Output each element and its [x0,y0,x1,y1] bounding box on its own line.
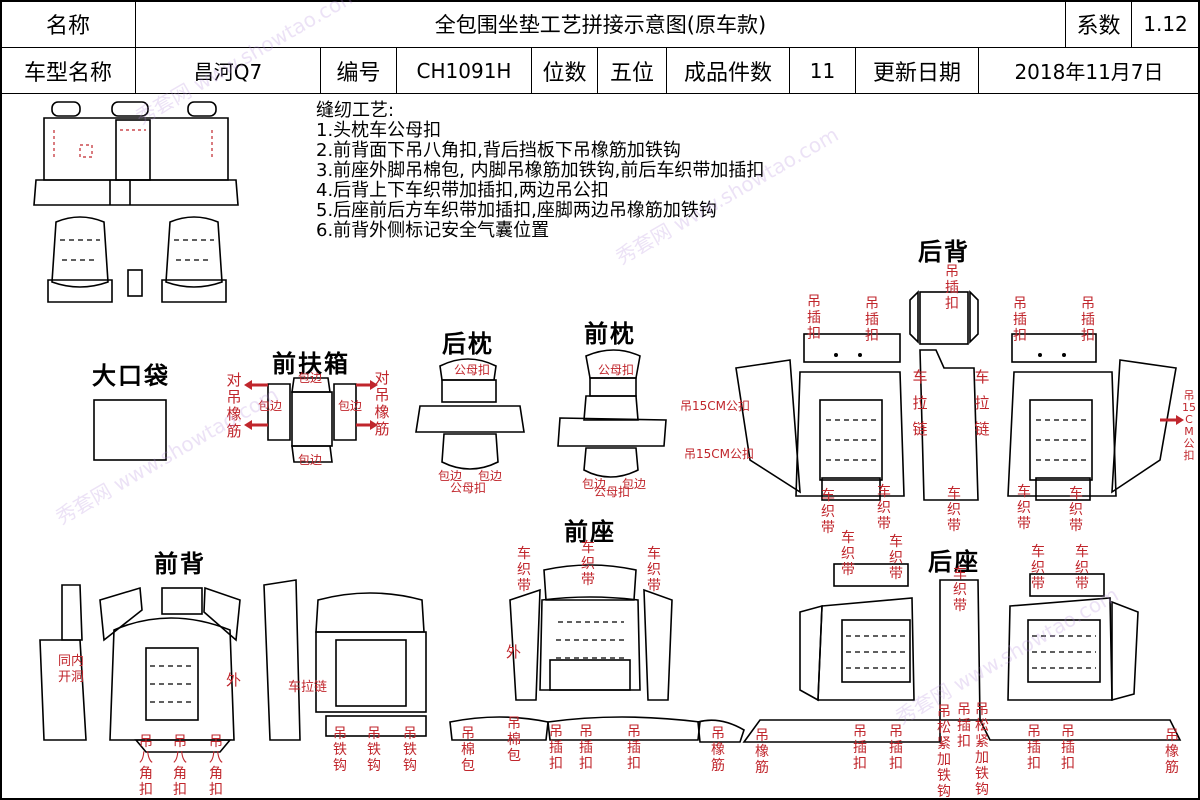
thumb-rear-bench [33,101,239,206]
label-octagon-2: 吊八角扣 [173,734,187,798]
sewing-step-4: 4.后背上下车织带加插扣,两边吊公扣 [316,180,609,201]
section-front-seat: 前座 [564,518,616,546]
label-zipper-right: 车拉链 [974,368,990,438]
label-front-seat-strap-2: 车织带 [581,540,595,588]
label-inner-hole: 同内开洞 [58,654,85,685]
label-rear-seat-elastic-2: 吊橡筋 [1165,728,1179,776]
model-label: 车型名称 [0,47,136,94]
label-front-pillow-edge-r: 包边 [622,477,647,491]
label-rear-pillow-edge-r: 包边 [478,469,503,483]
model-value: 昌河Q7 [135,47,321,94]
label-front-seat-strap-1: 车织带 [517,546,531,594]
label-rear-back-strap-2: 车织带 [877,484,891,532]
label-rear-seat-hang-1: 吊插扣 [853,724,867,772]
label-octagon-1: 吊八角扣 [139,734,153,798]
label-rear-seat-strap-4: 车织带 [1031,544,1045,592]
section-front-armrest: 前扶箱 [272,350,350,378]
sewing-step-6: 6.前背外侧标记安全气囊位置 [316,220,550,241]
label-loose-hook-1: 吊松紧加铁钩 [937,704,951,800]
thumb-front-seats [47,216,227,303]
rear-seat-shapes [742,563,1182,743]
date-value: 2018年11月7日 [978,47,1200,94]
front-back-shapes [39,579,427,753]
rear-pillow-shapes [415,358,525,470]
label-outer-front-seat: 外 [506,643,522,661]
label-front-pillow-snap-top: 公母扣 [598,363,635,377]
label-front-pillow-snap: 公母扣 [594,485,631,499]
section-big-pocket: 大口袋 [92,362,170,390]
label-front-seat-hang-3: 吊插扣 [627,724,641,772]
label-hook-2: 吊铁钩 [367,726,381,774]
label-rear-back-hang-3: 吊插扣 [1013,296,1027,344]
front-pillow-shapes [557,349,667,478]
label-edge-armrest-bottom: 包边 [298,453,323,467]
label-cotton-1: 吊棉包 [461,726,475,774]
label-rear-seat-strap-2: 车织带 [889,534,903,582]
label-rear-back-strap-3: 车织带 [947,486,961,534]
sewing-step-5: 5.后座前后方车织带加插扣,座脚两边吊橡筋加铁钩 [316,200,717,221]
label-edge-armrest-top: 包边 [298,371,323,385]
label-rear-back-hang-2: 吊插扣 [865,296,879,344]
sewing-title: 缝纫工艺: [316,100,395,121]
label-rear-seat-hang-2: 吊插扣 [889,724,903,772]
rear-back-shapes [735,290,1184,501]
code-value: CH1091H [396,47,532,94]
label-front-pillow-edge-l: 包边 [582,477,607,491]
label-rear-back-strap-4: 车织带 [1017,484,1031,532]
label-pair-elastic-right: 对吊橡筋 [374,369,390,438]
front-seat-shapes [449,564,745,743]
label-front-seat-hang-2: 吊插扣 [579,724,593,772]
label-front-seat-elastic: 吊橡筋 [711,726,725,774]
label-rear-pillow-snap: 公母扣 [450,481,487,495]
label-edge-armrest-right: 包边 [338,399,363,413]
label-hang-15cm-3: 吊15CM公扣 [1182,389,1196,462]
section-front-pillow: 前枕 [584,320,636,348]
sewing-step-3: 3.前座外脚吊棉包, 内脚吊橡筋加铁钩,前后车织带加插扣 [316,160,765,181]
label-hook-3: 吊铁钩 [403,726,417,774]
label-rear-seat-strap-3: 车织带 [953,566,967,614]
label-octagon-3: 吊八角扣 [209,734,223,798]
label-rear-seat-strap-5: 车织带 [1075,544,1089,592]
label-rear-seat-hang-3: 吊插扣 [1027,724,1041,772]
label-loose-hook-2: 吊松紧加铁钩 [975,702,989,798]
big-pocket-shape [93,399,167,461]
label-edge-armrest-left: 包边 [258,399,283,413]
sewing-step-1: 1.头枕车公母扣 [316,120,442,141]
section-rear-pillow: 后枕 [442,330,494,358]
label-cotton-2: 吊棉包 [507,716,521,764]
label-hook-1: 吊铁钩 [333,726,347,774]
label-rear-seat-hang-4: 吊插扣 [1061,724,1075,772]
label-front-seat-strap-3: 车织带 [647,546,661,594]
date-label: 更新日期 [855,47,979,94]
label-rear-back-hang-top: 吊插扣 [945,264,959,312]
label-rear-back-strap-5: 车织带 [1069,486,1083,534]
section-rear-seat: 后座 [928,548,980,576]
label-hang-15cm-1: 吊15CM公扣 [680,399,751,413]
sewing-step-2: 2.前背面下吊八角扣,背后挡板下吊橡筋加铁钩 [316,140,681,161]
label-rear-seat-strap-1: 车织带 [841,530,855,578]
label-front-seat-hang-1: 吊插扣 [549,724,563,772]
label-rear-back-strap-1: 车织带 [821,488,835,536]
label-rear-pillow-snap-top: 公母扣 [454,363,491,377]
section-rear-back: 后背 [918,238,970,266]
label-car-zipper: 车拉链 [288,680,328,695]
label-rear-seat-hang-mid: 吊插扣 [957,702,971,750]
label-rear-seat-elastic-1: 吊橡筋 [755,728,769,776]
pieces-label: 成品件数 [666,47,790,94]
seats-label: 位数 [531,47,598,94]
label-zipper-left: 车拉链 [912,368,928,438]
label-outer-front-back: 外 [226,671,242,689]
section-front-back: 前背 [154,550,206,578]
front-armrest-shapes [244,377,378,463]
label-rear-back-hang-4: 吊插扣 [1081,296,1095,344]
label-rear-back-hang-1: 吊插扣 [807,294,821,342]
label-pair-elastic-left: 对吊橡筋 [226,371,242,440]
sewing-instructions: 缝纫工艺: 1.头枕车公母扣 2.前背面下吊八角扣,背后挡板下吊橡筋加铁钩 3.… [316,101,764,241]
label-rear-pillow-edge-l: 包边 [438,469,463,483]
label-hang-15cm-2: 吊15CM公扣 [684,447,755,461]
